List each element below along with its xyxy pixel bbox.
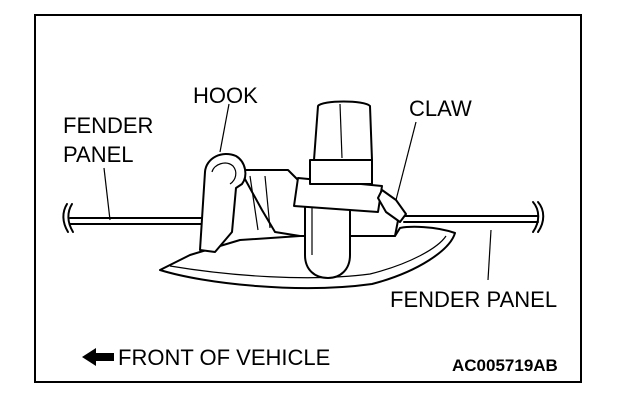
hook-label: HOOK bbox=[193, 83, 258, 108]
hook-clip bbox=[199, 153, 247, 253]
bulb bbox=[304, 199, 351, 279]
fender-panel-right-leader bbox=[487, 229, 492, 281]
fender-panel-left-label-line2: PANEL bbox=[63, 142, 134, 167]
socket-connector bbox=[313, 100, 373, 161]
left-arrow-icon bbox=[82, 348, 114, 366]
front-of-vehicle-label: FRONT OF VEHICLE bbox=[118, 345, 330, 370]
fender-panel-right-label: FENDER PANEL bbox=[390, 287, 557, 312]
hook-leader bbox=[219, 103, 230, 153]
figure-frame bbox=[34, 14, 582, 383]
fender-panel-left bbox=[62, 203, 209, 233]
claw-label: CLAW bbox=[409, 96, 472, 121]
fender-panel-left-leader bbox=[103, 167, 111, 221]
figure-code: AC005719AB bbox=[452, 356, 558, 375]
fender-panel-left-label-line1: FENDER bbox=[63, 113, 153, 138]
fender-panel-right bbox=[397, 201, 545, 233]
claw-leader bbox=[395, 121, 417, 201]
